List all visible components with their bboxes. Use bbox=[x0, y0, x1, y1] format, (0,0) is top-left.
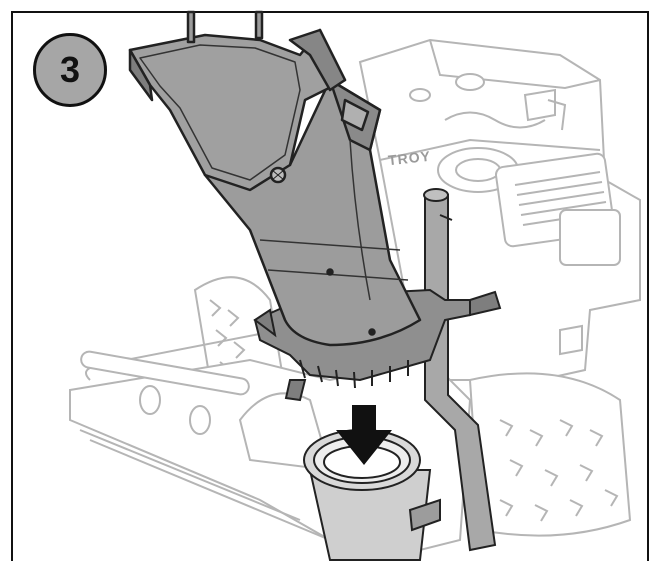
frame-border bbox=[11, 11, 649, 561]
auger-shaft bbox=[80, 350, 250, 435]
deflector-pins bbox=[186, 10, 264, 44]
chute-body bbox=[203, 78, 422, 347]
down-arrow-icon bbox=[336, 405, 392, 465]
discharge-ring bbox=[303, 429, 441, 561]
step-badge: 3 bbox=[33, 33, 107, 107]
crank-rod bbox=[423, 188, 497, 552]
chute-deflector bbox=[128, 10, 347, 192]
step-number: 3 bbox=[59, 49, 81, 90]
right-wheel bbox=[468, 372, 632, 537]
